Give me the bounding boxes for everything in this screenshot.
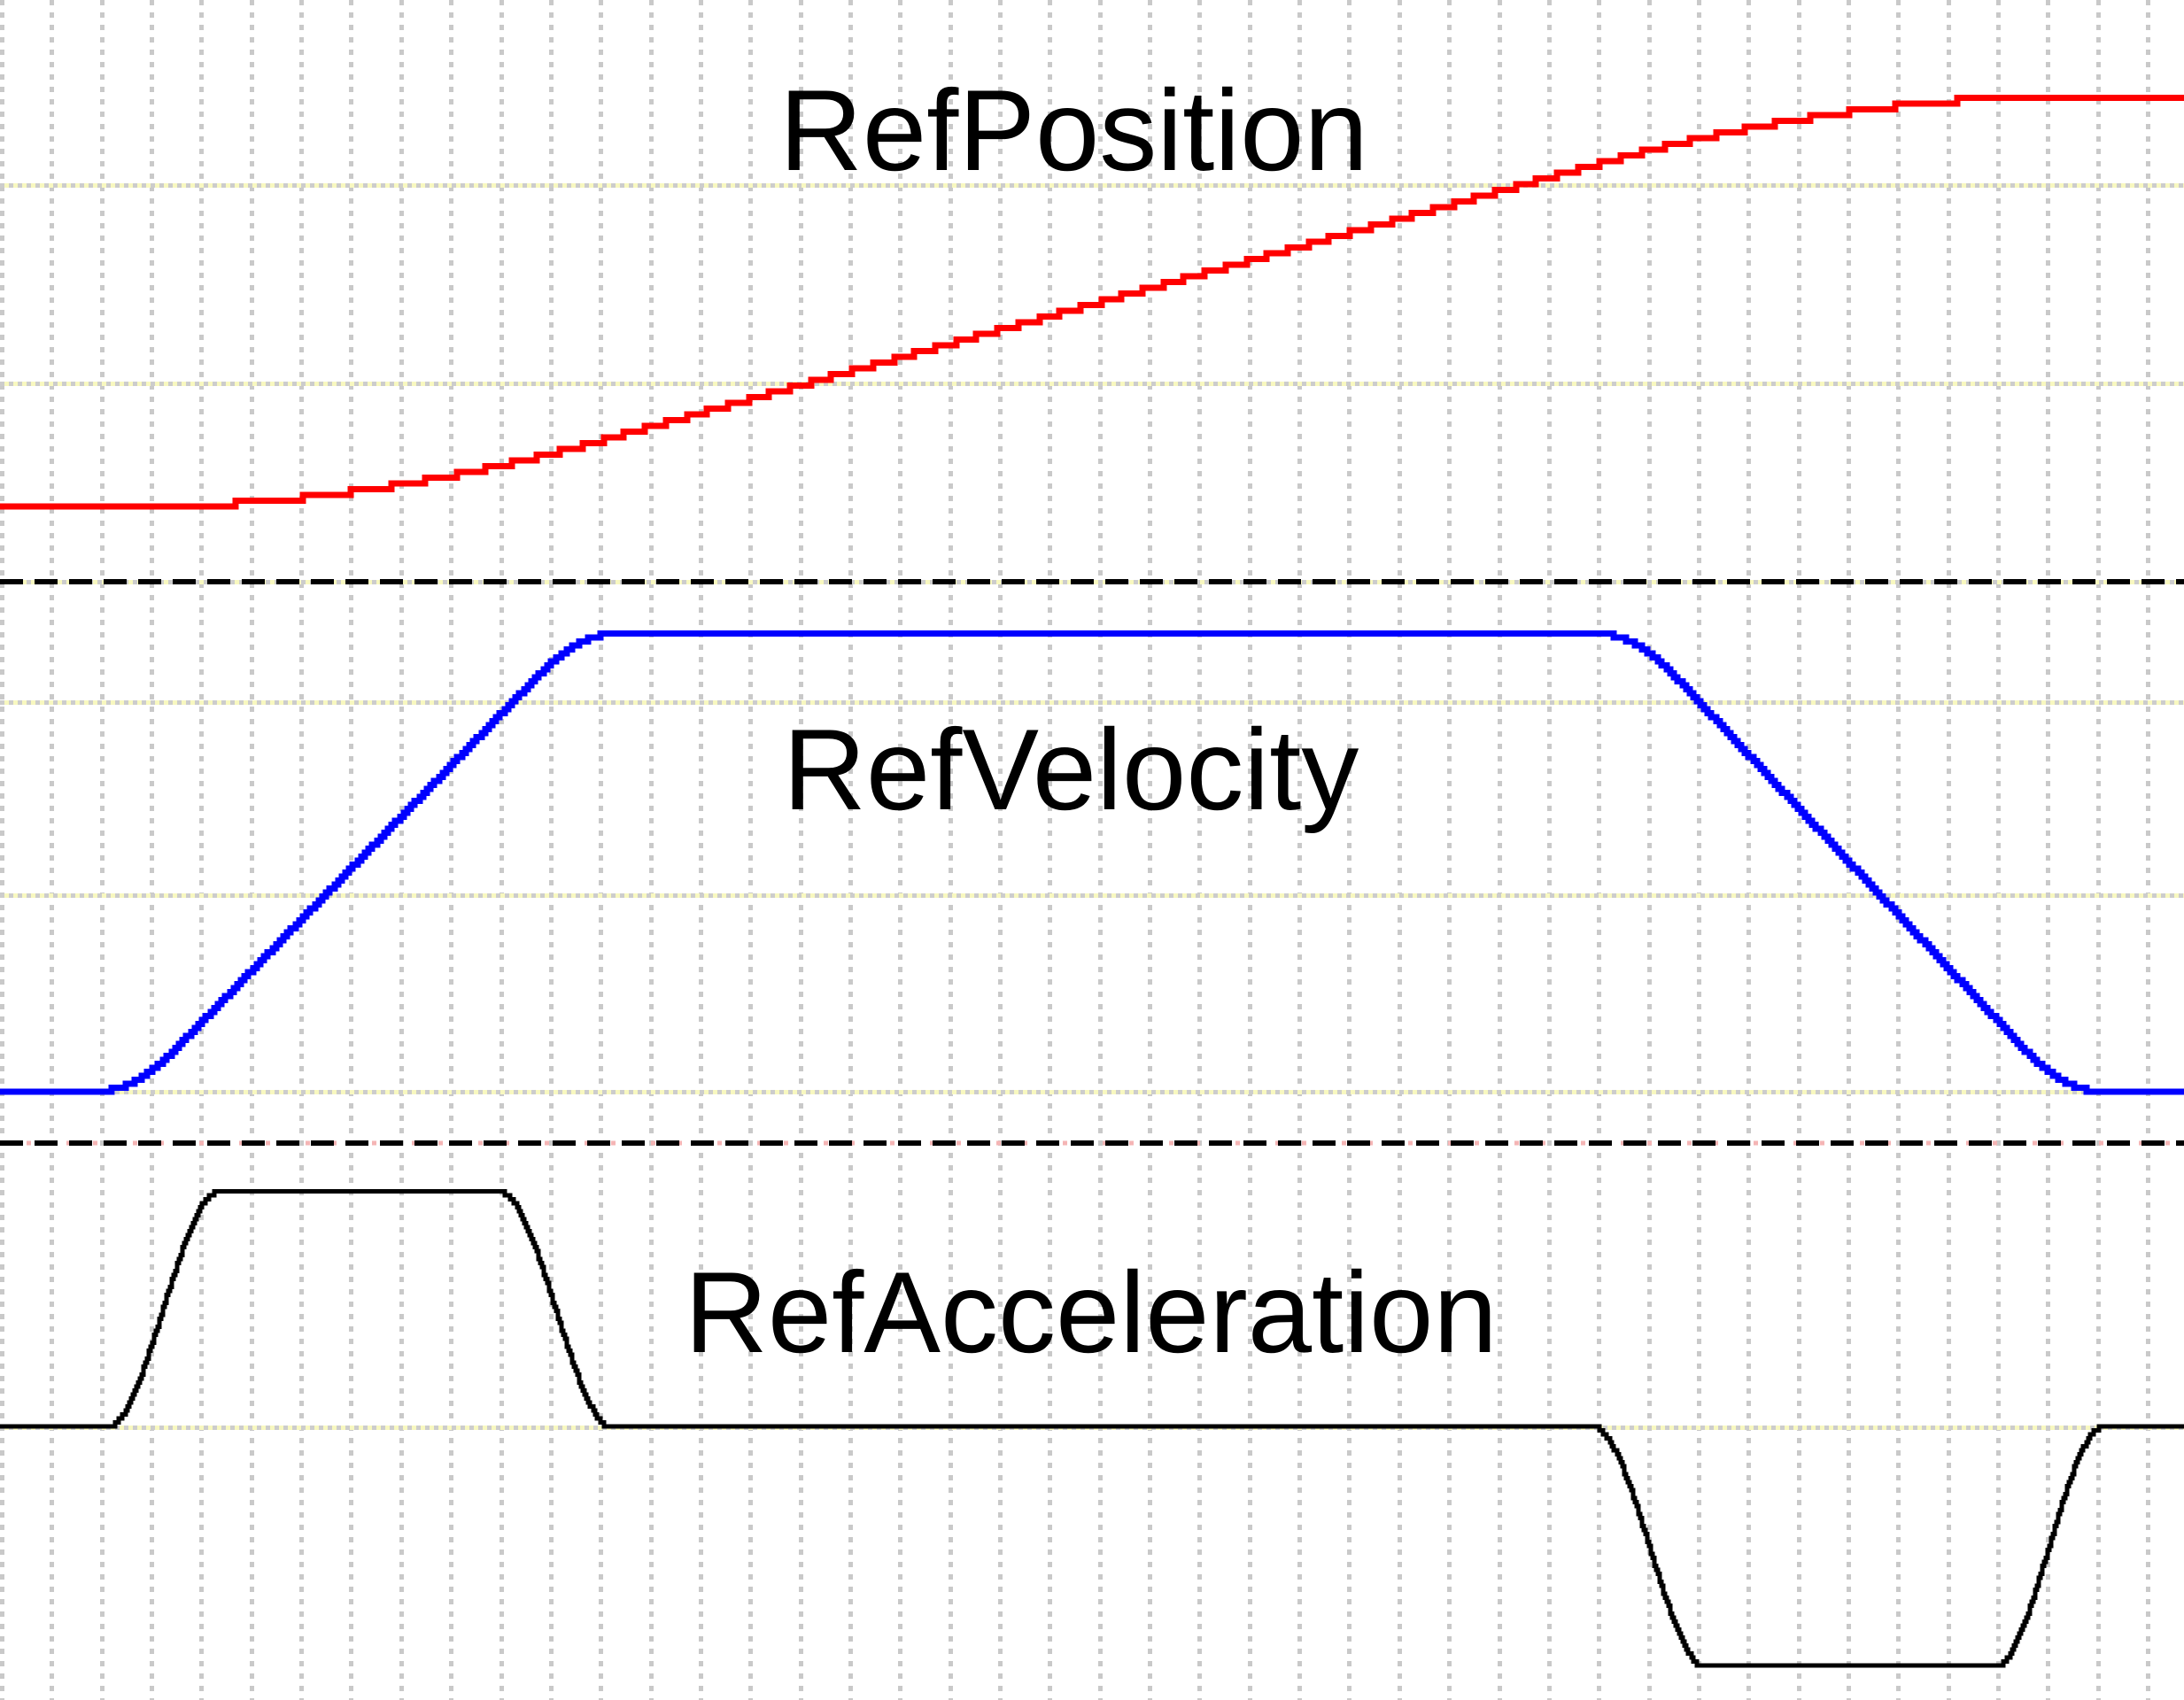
vertical-gridline bbox=[349, 0, 354, 1700]
horizontal-gridline bbox=[0, 382, 2184, 386]
vertical-gridline bbox=[1597, 0, 1602, 1700]
vertical-gridline bbox=[698, 0, 703, 1700]
vertical-gridline bbox=[1846, 0, 1851, 1700]
vertical-gridline bbox=[399, 0, 404, 1700]
vertical-gridline bbox=[99, 0, 105, 1700]
vertical-gridline bbox=[1397, 0, 1402, 1700]
vertical-gridline bbox=[1297, 0, 1303, 1700]
vertical-gridline bbox=[1197, 0, 1203, 1700]
vertical-gridline bbox=[1497, 0, 1502, 1700]
vertical-gridline bbox=[848, 0, 853, 1700]
vertical-gridline bbox=[1347, 0, 1352, 1700]
vertical-gridline bbox=[748, 0, 754, 1700]
vertical-gridline bbox=[1796, 0, 1801, 1700]
vertical-gridline bbox=[898, 0, 903, 1700]
refposition-curve bbox=[0, 95, 2184, 510]
horizontal-gridline bbox=[0, 700, 2184, 705]
vertical-gridline bbox=[0, 0, 4, 1700]
horizontal-gridline bbox=[0, 1090, 2184, 1094]
refvelocity-curve bbox=[0, 630, 2184, 1095]
vertical-gridline bbox=[648, 0, 654, 1700]
vertical-gridline bbox=[2146, 0, 2151, 1700]
vertical-gridline bbox=[1946, 0, 1951, 1700]
vertical-gridline bbox=[50, 0, 55, 1700]
vertical-gridline bbox=[1696, 0, 1701, 1700]
vertical-gridline bbox=[2046, 0, 2051, 1700]
vertical-gridline bbox=[1048, 0, 1053, 1700]
refvelocity-label: RefVelocity bbox=[783, 705, 1359, 834]
vertical-gridline bbox=[150, 0, 155, 1700]
vertical-gridline bbox=[1546, 0, 1552, 1700]
horizontal-gridline bbox=[0, 183, 2184, 188]
vertical-gridline bbox=[1148, 0, 1153, 1700]
horizontal-gridline bbox=[0, 893, 2184, 898]
vertical-gridline bbox=[1646, 0, 1652, 1700]
refacceleration-curve bbox=[0, 1189, 2184, 1668]
vertical-gridline bbox=[1447, 0, 1452, 1700]
vertical-gridline bbox=[199, 0, 205, 1700]
refacceleration-label: RefAcceleration bbox=[685, 1248, 1498, 1377]
vertical-gridline bbox=[1896, 0, 1901, 1700]
vertical-gridline bbox=[798, 0, 803, 1700]
vertical-gridline bbox=[998, 0, 1003, 1700]
vertical-gridline bbox=[1996, 0, 2001, 1700]
vertical-gridline bbox=[1247, 0, 1252, 1700]
vertical-gridline bbox=[2095, 0, 2101, 1700]
vertical-gridline bbox=[249, 0, 254, 1700]
refposition-label: RefPosition bbox=[779, 66, 1368, 195]
vertical-gridline bbox=[449, 0, 454, 1700]
vertical-gridline bbox=[599, 0, 604, 1700]
vertical-gridline bbox=[548, 0, 554, 1700]
vertical-gridline bbox=[1097, 0, 1103, 1700]
channel-separator-lines bbox=[0, 579, 2184, 1146]
vertical-gridline bbox=[299, 0, 305, 1700]
vertical-gridline bbox=[499, 0, 504, 1700]
vertical-gridline bbox=[948, 0, 953, 1700]
vertical-gridline bbox=[1746, 0, 1752, 1700]
